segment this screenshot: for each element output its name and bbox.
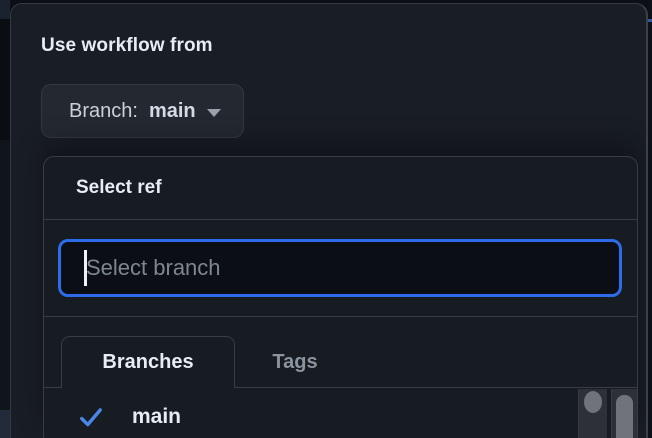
- list-scrollbar-track[interactable]: [578, 389, 607, 438]
- ref-select-menu: Select ref Branches Tags: [43, 156, 638, 438]
- tabnav-divider: [44, 386, 637, 388]
- list-scrollbar-thumb[interactable]: [584, 391, 602, 413]
- tab-branches-label: Branches: [102, 351, 194, 373]
- ref-filter-section: [44, 220, 637, 317]
- branch-select-button[interactable]: Branch: main: [41, 84, 244, 138]
- background-fragment: [0, 0, 10, 19]
- tab-branches[interactable]: Branches: [61, 336, 235, 388]
- branch-item-label: main: [132, 405, 182, 428]
- run-workflow-popover: Use workflow from Branch: main Select re…: [10, 3, 648, 438]
- check-icon: [80, 408, 102, 427]
- ref-menu-title: Select ref: [76, 177, 162, 198]
- tab-tags[interactable]: Tags: [235, 336, 355, 388]
- background-page-right-edge: [648, 0, 652, 438]
- branch-list: main: [44, 388, 637, 438]
- menu-scrollbar-track[interactable]: [611, 389, 637, 438]
- caret-down-icon: [206, 108, 221, 117]
- use-workflow-from-heading: Use workflow from: [41, 35, 213, 56]
- branch-button-prefix: Branch:: [69, 99, 138, 122]
- ref-menu-header: Select ref: [44, 157, 637, 220]
- background-fragment: [0, 410, 10, 438]
- tab-tags-label: Tags: [272, 350, 318, 373]
- menu-scrollbar-thumb[interactable]: [616, 395, 633, 438]
- branch-list-item-main[interactable]: main: [44, 388, 637, 438]
- ref-filter-input[interactable]: [58, 239, 622, 297]
- ref-filter-input-wrap: [58, 239, 622, 297]
- background-page-left-edge: [0, 0, 10, 438]
- ref-tabnav: Branches Tags: [44, 317, 637, 388]
- text-caret: [84, 250, 87, 286]
- branch-button-value: main: [148, 99, 196, 122]
- background-accent-line: [646, 19, 652, 22]
- background-fragment: [0, 140, 10, 410]
